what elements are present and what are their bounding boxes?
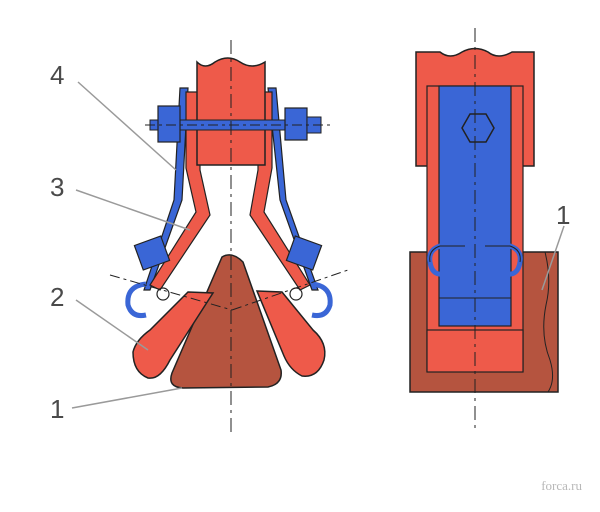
label-part-2: 2 [50,282,64,312]
label-part-1-left: 1 [50,394,64,424]
part-1-base [170,254,282,389]
part-4-right-strap [267,87,319,291]
left-hook [125,281,147,318]
left-pin [156,287,170,301]
leader-1-right [541,225,565,291]
right-side-block [285,235,323,271]
part-2-right-jaw [255,290,326,377]
label-part-1-right: 1 [556,200,570,230]
label-part-4: 4 [50,60,64,90]
leader-3 [75,189,191,231]
top-conductor [196,57,266,166]
top-bolt-head [157,105,181,143]
right-base-wavy-edge [543,251,554,393]
left-diagonal-axis [109,274,233,311]
watermark: forca.ru [541,478,582,493]
left-view: 4 3 2 1 [50,40,349,432]
right-view-left-hook-outline [429,245,465,263]
hex-nut-icon [461,113,495,143]
leader-2 [75,299,149,351]
label-part-3: 3 [50,172,64,202]
part-4-left-strap [143,87,189,291]
leader-4 [77,81,177,171]
leader-1-left [71,387,183,409]
part-2-left-jaw [132,291,215,379]
top-nut [284,107,308,141]
left-side-block [133,235,171,271]
right-hook [311,281,333,318]
right-view-right-hook-outline [485,245,521,263]
right-view: 1 [409,28,570,432]
